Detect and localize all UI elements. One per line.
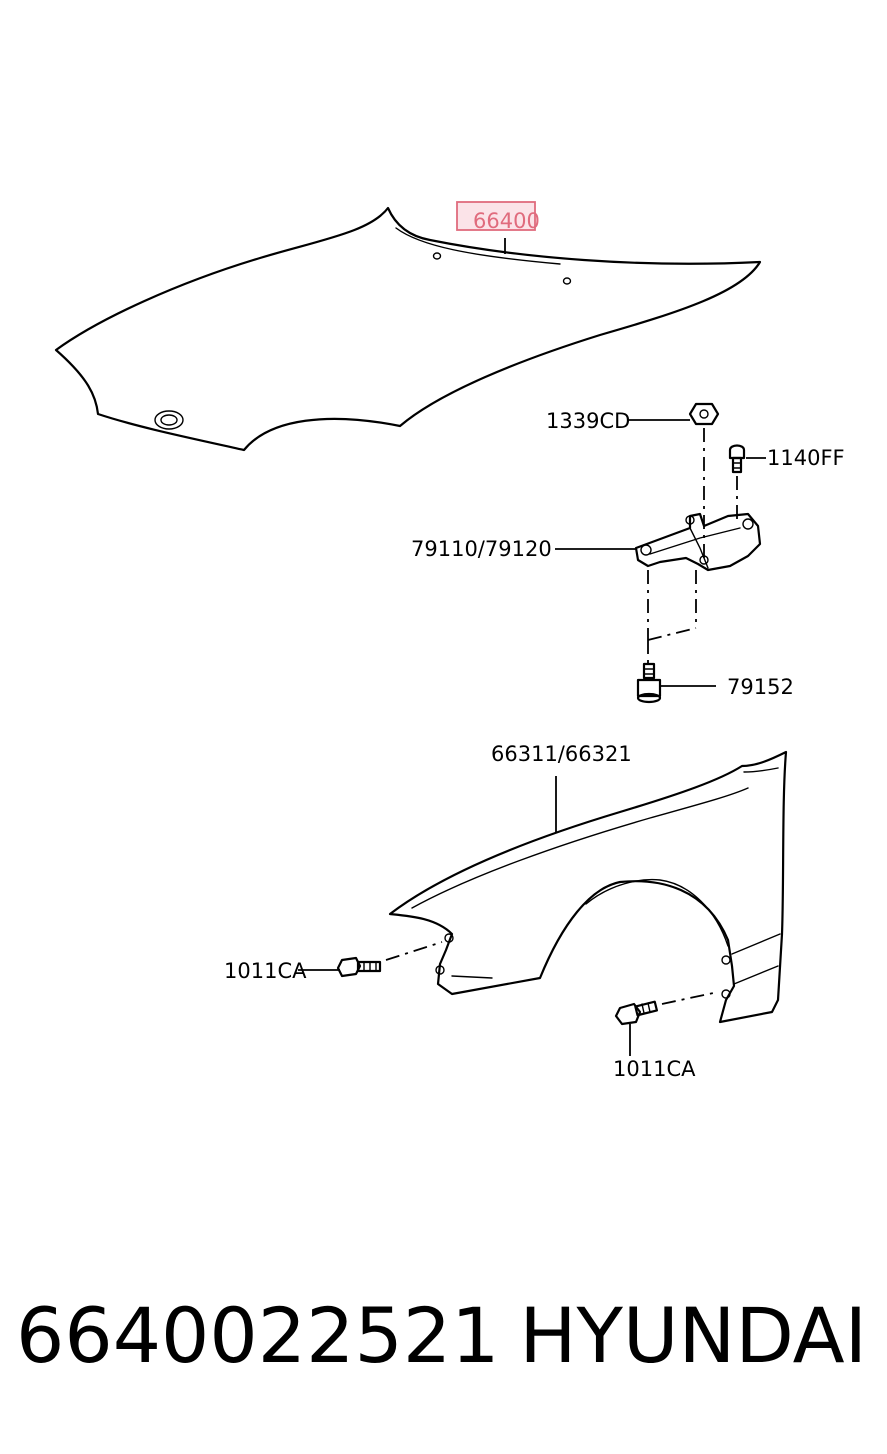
hood-bolt[interactable] bbox=[728, 444, 746, 474]
brand-name: HYUNDAI bbox=[519, 1291, 867, 1380]
fender-bolt-front[interactable] bbox=[336, 956, 382, 978]
hood-callout-highlight bbox=[456, 201, 536, 231]
fender-bolt-rear[interactable] bbox=[614, 1000, 659, 1026]
hinge-bolt[interactable] bbox=[636, 662, 662, 704]
fender-callout: 66311/66321 bbox=[491, 742, 632, 766]
front-fender[interactable] bbox=[388, 750, 788, 1024]
part-number: 6640022521 bbox=[16, 1291, 500, 1380]
fender-bolt-rear-axis bbox=[661, 991, 719, 1005]
hood-hinge[interactable] bbox=[634, 512, 762, 572]
hinge-callout: 79110/79120 bbox=[411, 537, 552, 561]
hood-callout: 66400 bbox=[473, 209, 540, 233]
fender-bolt-front-callout: 1011CA bbox=[224, 959, 307, 983]
hood-nut[interactable] bbox=[688, 402, 720, 426]
fender-bolt-rear-callout: 1011CA bbox=[613, 1057, 696, 1081]
fender-bolt-front-axis bbox=[385, 941, 443, 961]
hood-bolt-callout: 1140FF bbox=[767, 446, 845, 470]
hood-nut-callout: 1339CD bbox=[546, 409, 630, 433]
hood-panel[interactable] bbox=[54, 206, 762, 452]
hinge-bolt-callout: 79152 bbox=[727, 675, 794, 699]
hinge-bolt-axis-link bbox=[647, 627, 697, 641]
